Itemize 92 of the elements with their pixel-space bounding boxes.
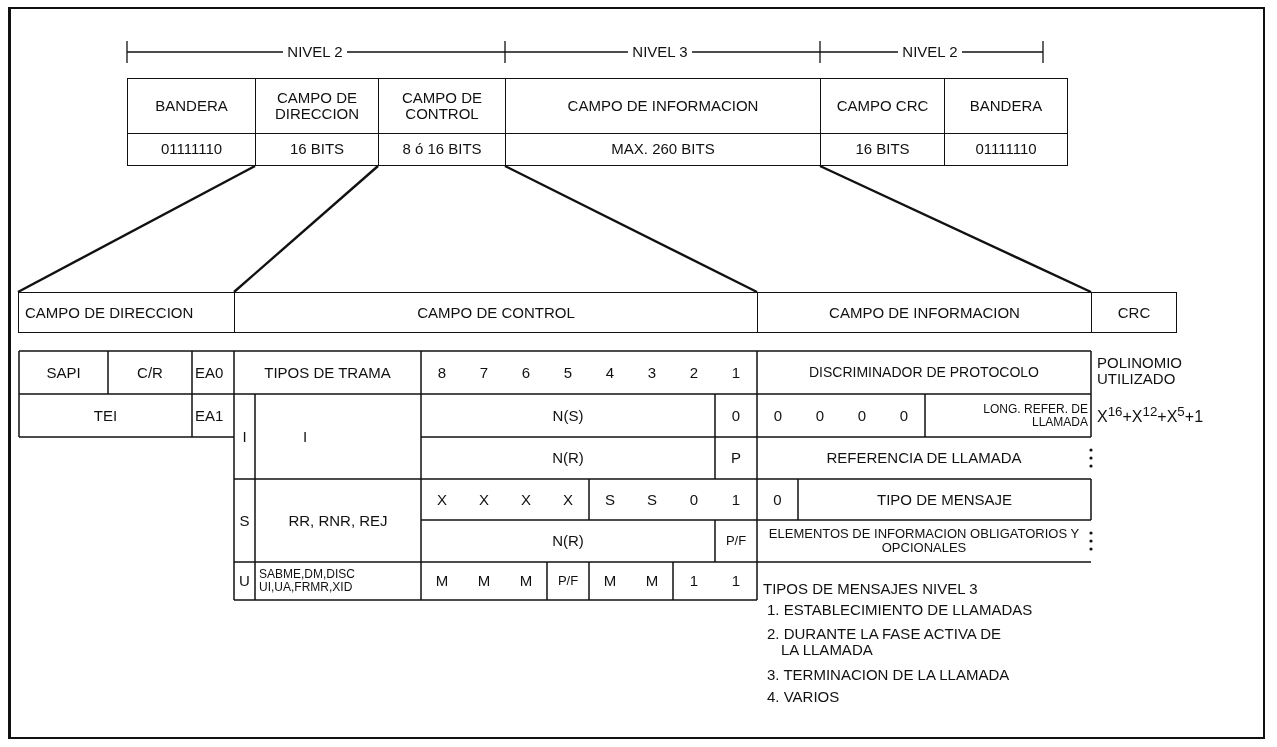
field-name: SAPI	[46, 364, 81, 381]
note-text: 3. TERMINACION DE LA LLAMADA	[767, 667, 1010, 683]
bit-number: 7	[479, 364, 489, 381]
note-text: POLINOMIO UTILIZADO	[1097, 355, 1183, 387]
bit-value: M	[519, 573, 533, 589]
frame-type-letter: I	[242, 428, 247, 445]
note-text: 2. DURANTE LA FASE ACTIVA DE LA LLAMADA	[767, 626, 1001, 658]
bit-value: S	[605, 491, 615, 508]
bit-value: 0	[773, 407, 783, 424]
header-field	[505, 78, 821, 166]
field-name: TEI	[93, 407, 118, 424]
field-name: CRC	[1117, 304, 1151, 321]
expansion-line	[17, 164, 256, 294]
expanded-field	[757, 292, 1092, 333]
bit-value: 0	[689, 491, 699, 508]
field-name: CAMPO DE DIRECCION	[273, 90, 361, 122]
bit-value: X	[479, 491, 489, 508]
field-size: 01111110	[160, 141, 223, 158]
bit-value: N(R)	[552, 533, 584, 549]
bit-value: 0	[815, 407, 825, 424]
bit-value: 1	[731, 573, 741, 589]
frame-type-letter: S	[239, 512, 250, 529]
field-size: 16 BITS	[855, 141, 910, 158]
bit-value: 1	[689, 573, 699, 589]
bit-value: M	[435, 573, 449, 589]
field-name: CAMPO DE DIRECCION	[25, 304, 194, 321]
bit-value: P/F	[725, 534, 747, 548]
field-name: TIPO DE MENSAJE	[877, 491, 1012, 508]
frame-type-name: I	[302, 428, 308, 445]
field-name: CAMPO DE INFORMACION	[567, 98, 759, 114]
field-name: BANDERA	[155, 98, 228, 114]
header-field	[378, 78, 506, 166]
bit-number: 4	[605, 364, 615, 381]
bit-number: 1	[731, 364, 741, 381]
level-label: NIVEL 3	[628, 44, 692, 60]
bit-value: 0	[857, 407, 867, 424]
header-field	[820, 78, 945, 166]
bit-value: X	[521, 491, 531, 508]
bit-number: 3	[647, 364, 657, 381]
bit-number: 2	[689, 364, 699, 381]
expansion-line	[819, 164, 1092, 294]
field-size: 8 ó 16 BITS	[402, 141, 482, 158]
expanded-field	[1091, 292, 1177, 333]
bit-value: N(R)	[552, 450, 584, 466]
field-name: DISCRIMINADOR DE PROTOCOLO	[809, 365, 1039, 380]
bit-number: 8	[437, 364, 447, 381]
expanded-field	[18, 292, 235, 333]
bit-value: 1	[731, 491, 741, 508]
field-name: REFERENCIA DE LLAMADA	[826, 450, 1022, 466]
field-name: TIPOS DE TRAMA	[264, 364, 391, 381]
polynomial-formula: X$^{16}$+X$^{12}$+X$^{5}$+1	[1097, 405, 1204, 427]
frame-type-name: RR, RNR, REJ	[288, 512, 388, 529]
bit-value: 0	[731, 407, 741, 424]
bit-number: 5	[563, 364, 573, 381]
bit-value: P/F	[557, 574, 579, 588]
expansion-line	[233, 165, 379, 293]
bit-value: P	[731, 450, 741, 466]
field-name: C/R	[137, 364, 163, 381]
bit-value: M	[645, 573, 659, 589]
note-text: 1. ESTABLECIMIENTO DE LLAMADAS	[767, 602, 1033, 618]
bit-value: 0	[899, 407, 909, 424]
bit-value: X	[437, 491, 447, 508]
bit-value: M	[477, 573, 491, 589]
field-name: BANDERA	[969, 98, 1043, 114]
header-field	[944, 78, 1068, 166]
level-label: NIVEL 2	[898, 44, 962, 60]
bit-value: M	[603, 573, 617, 589]
field-name: EA1	[195, 407, 224, 424]
header-field	[255, 78, 379, 166]
bit-number: 6	[521, 364, 531, 381]
field-name: CAMPO DE CONTROL	[401, 90, 483, 122]
bit-value: S	[647, 491, 657, 508]
field-name: CAMPO DE CONTROL	[417, 304, 575, 321]
bit-value: X	[563, 491, 573, 508]
field-name: ELEMENTOS DE INFORMACION OBLIGATORIOS Y OPCIONALES	[767, 527, 1081, 555]
expanded-field	[234, 292, 758, 333]
field-size: MAX. 260 BITS	[611, 141, 715, 158]
level-label: NIVEL 2	[283, 44, 347, 60]
field-name: EA0	[195, 364, 224, 381]
field-name: CAMPO DE INFORMACION	[829, 304, 1020, 321]
field-size: 01111110	[975, 141, 1037, 158]
note-text: TIPOS DE MENSAJES NIVEL 3	[763, 581, 978, 597]
field-name: LONG. REFER. DE LLAMADA	[982, 402, 1088, 429]
frame-type-name: SABME,DM,DISC UI,UA,FRMR,XID	[259, 568, 356, 594]
field-size: 16 BITS	[289, 141, 345, 158]
frame-type-letter: U	[239, 573, 250, 589]
header-field	[127, 78, 256, 166]
field-name: CAMPO CRC	[836, 98, 929, 114]
bit-value: 0	[773, 491, 782, 508]
note-text: 4. VARIOS	[767, 689, 840, 705]
bit-value: N(S)	[552, 407, 584, 424]
expansion-line	[504, 164, 758, 294]
